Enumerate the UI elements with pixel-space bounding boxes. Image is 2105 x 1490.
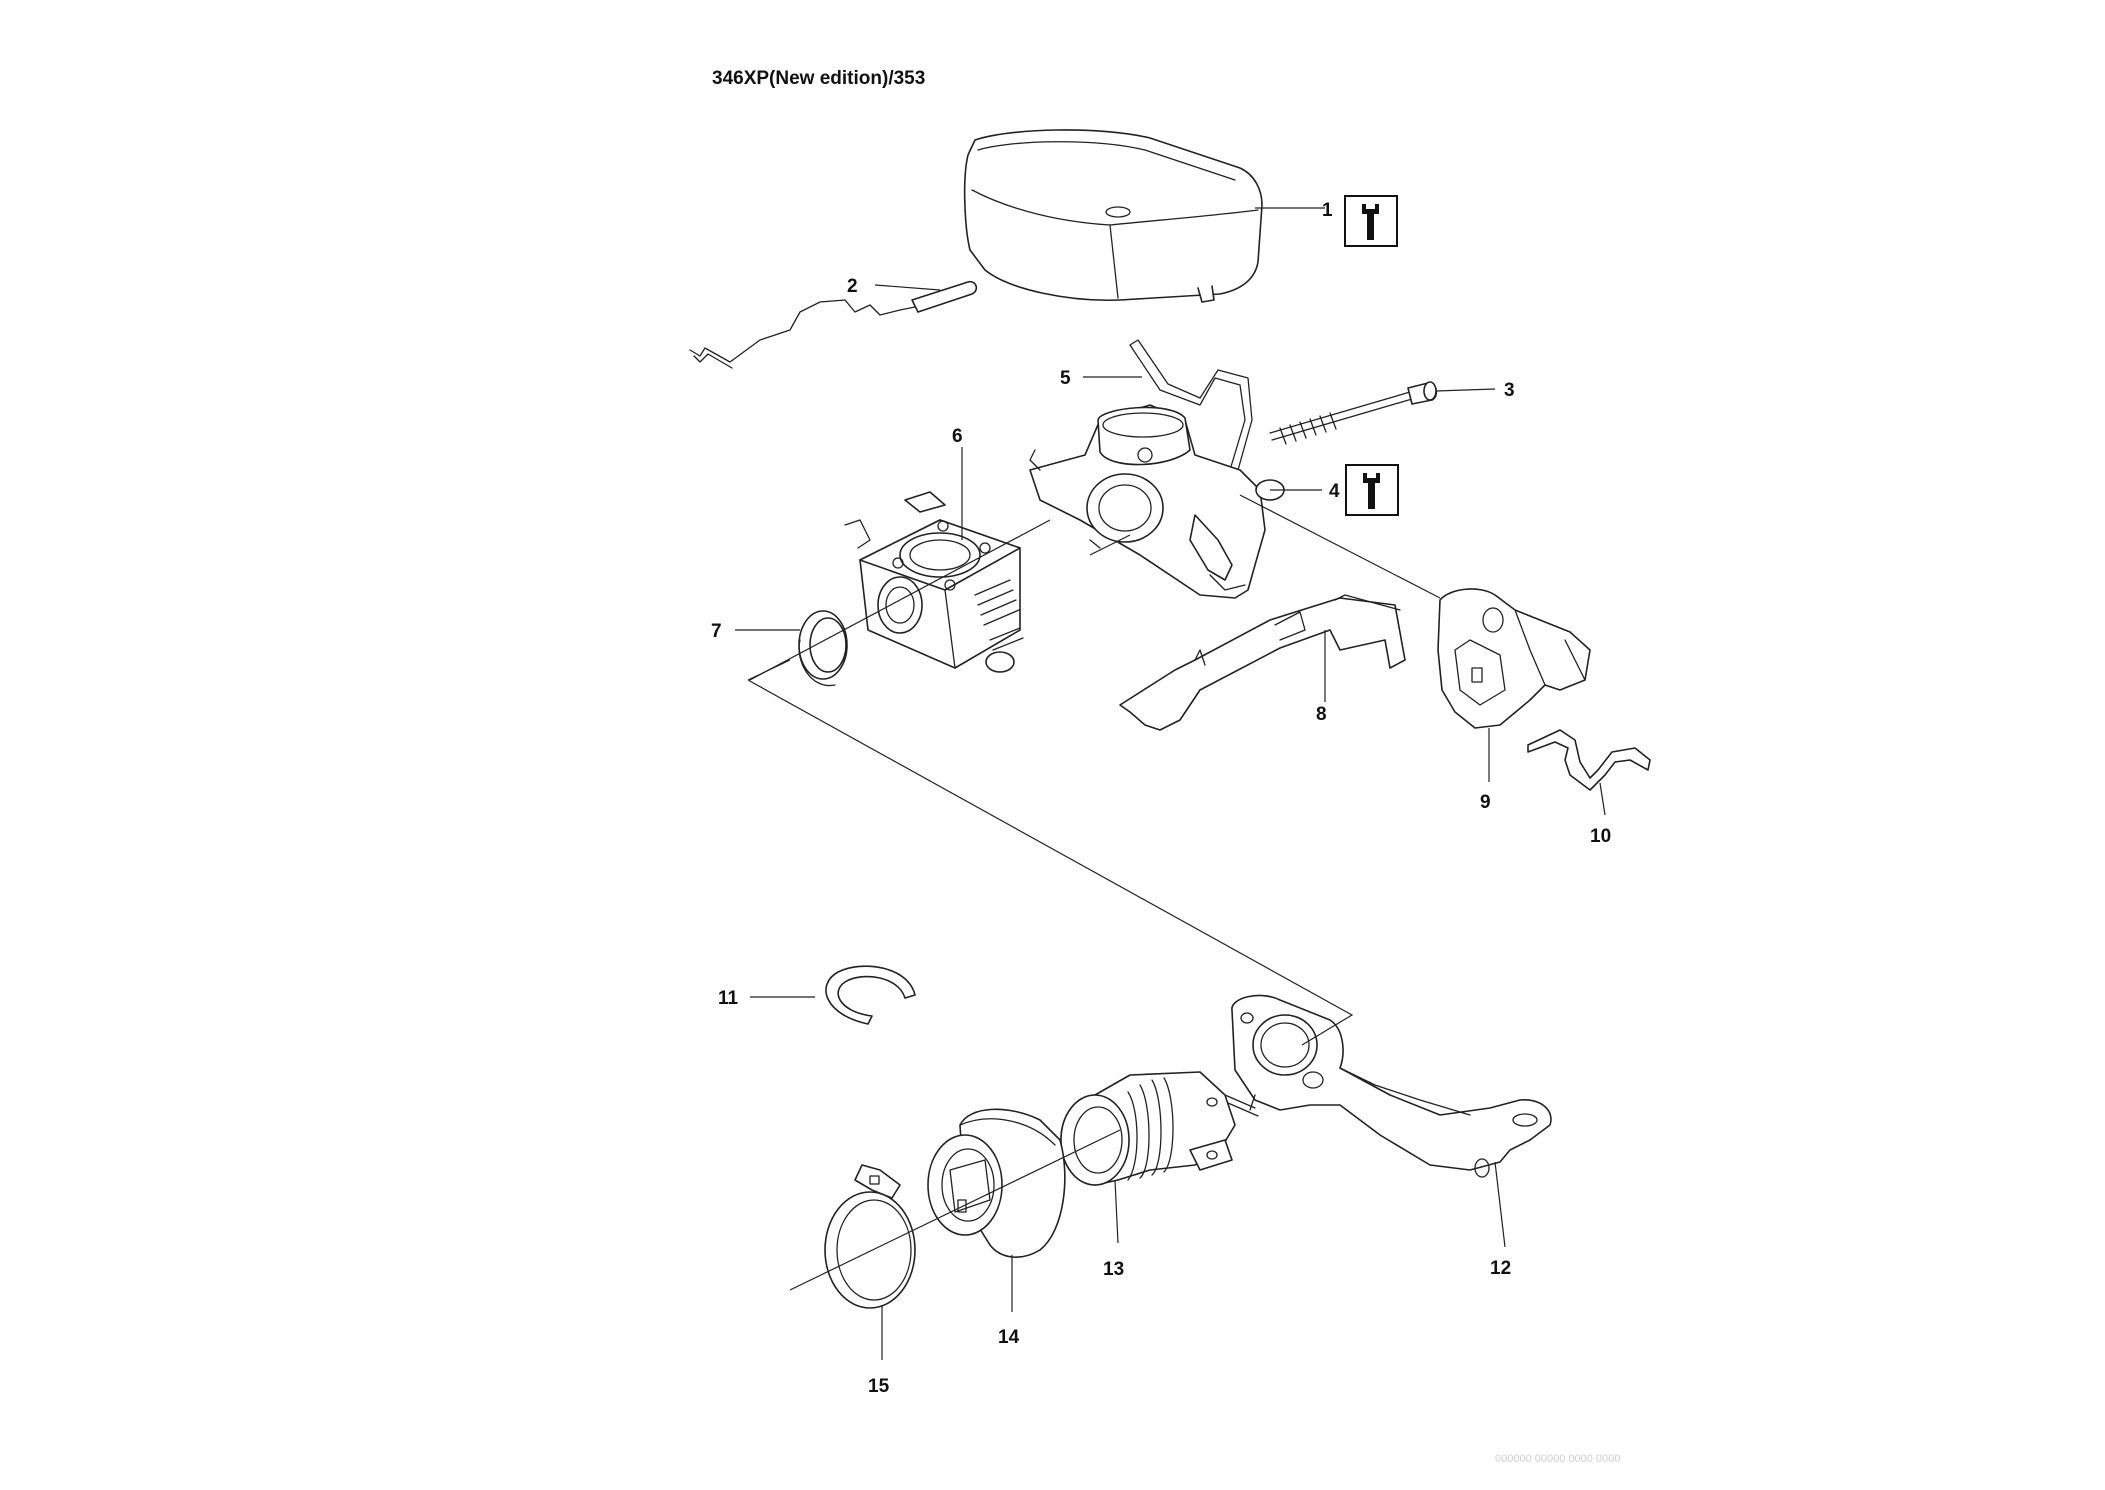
label-part-2[interactable]: 2 <box>847 276 858 297</box>
label-part-12[interactable]: 12 <box>1490 1258 1511 1279</box>
label-part-7[interactable]: 7 <box>711 621 722 642</box>
label-part-15[interactable]: 15 <box>868 1376 890 1397</box>
label-part-10[interactable]: 10 <box>1590 826 1611 847</box>
wrench-icon <box>1362 204 1379 240</box>
wrench-icon <box>1363 473 1380 509</box>
footer-code: 000000 00000 0000 0000 <box>1495 1453 1620 1465</box>
label-part-5[interactable]: 5 <box>1060 368 1071 389</box>
part-13-intake-boot[interactable] <box>1060 1071 1236 1186</box>
service-icon-part-1[interactable] <box>1344 195 1398 247</box>
label-part-13[interactable]: 13 <box>1103 1259 1124 1280</box>
label-part-9[interactable]: 9 <box>1480 792 1491 813</box>
leader-lines <box>735 207 1606 1360</box>
part-15-hose-clamp[interactable] <box>824 1164 916 1309</box>
label-part-14[interactable]: 14 <box>998 1327 1020 1348</box>
part-7-gasket-ring[interactable] <box>798 610 848 687</box>
label-part-3[interactable]: 3 <box>1504 380 1515 401</box>
part-8-throttle-rod[interactable] <box>1119 594 1406 731</box>
part-5-bracket[interactable] <box>1129 339 1253 471</box>
diagram-title: 346XP(New edition)/353 <box>712 68 925 89</box>
part-12-manifold-bracket[interactable] <box>1224 994 1552 1178</box>
part-4-intake-holder[interactable] <box>1029 404 1285 599</box>
part-2-choke-rod[interactable] <box>689 280 978 369</box>
part-1-air-filter-cover[interactable] <box>963 129 1263 303</box>
label-part-6[interactable]: 6 <box>952 426 963 447</box>
part-6-carburetor[interactable] <box>844 491 1024 673</box>
label-part-4[interactable]: 4 <box>1329 481 1340 502</box>
service-icon-part-4[interactable] <box>1345 464 1399 516</box>
part-3-bolt[interactable] <box>1269 381 1438 445</box>
part-9-trigger-housing[interactable] <box>1437 588 1591 729</box>
label-part-11[interactable]: 11 <box>718 988 739 1009</box>
label-part-1[interactable]: 1 <box>1322 200 1333 221</box>
label-part-8[interactable]: 8 <box>1316 704 1327 725</box>
part-14-flange[interactable] <box>927 1108 1066 1258</box>
assembly-lines <box>747 494 1441 1291</box>
part-labels: 1 2 3 4 5 6 7 8 9 10 11 12 13 14 15 <box>711 200 1611 1397</box>
part-10-spring-clip[interactable] <box>1527 729 1651 791</box>
part-11-retaining-ring[interactable] <box>825 965 916 1025</box>
